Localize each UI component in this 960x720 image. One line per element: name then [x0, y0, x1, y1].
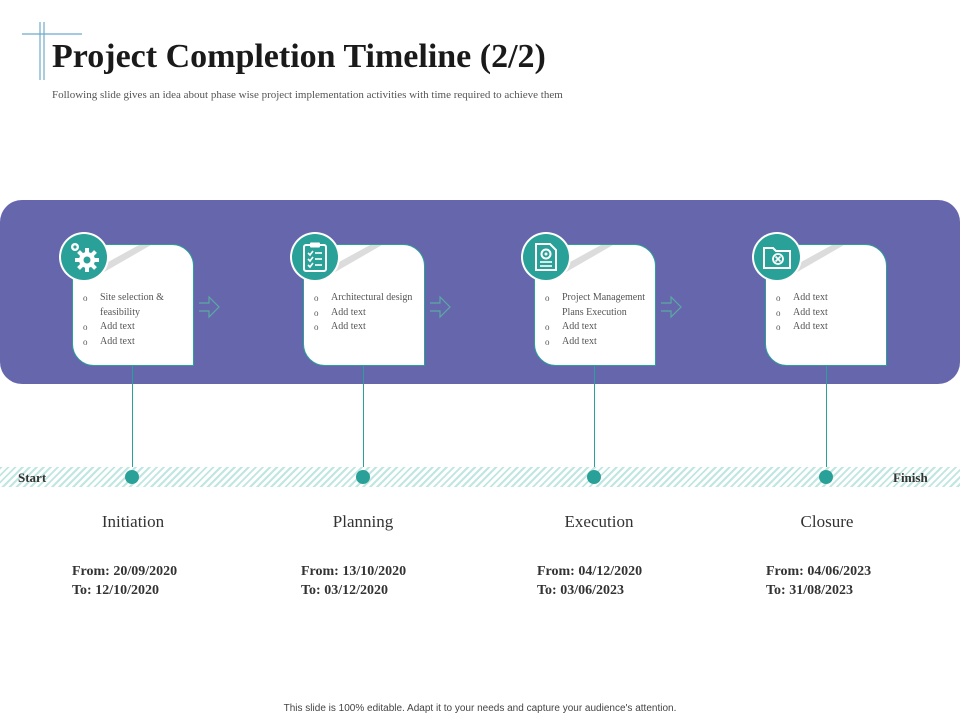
start-label: Start	[18, 470, 47, 485]
phase-name: Execution	[564, 512, 634, 531]
list-item: Add text	[776, 320, 878, 335]
phase-dates: From: 04/12/2020 To: 03/06/2023	[537, 562, 642, 600]
corner-decoration	[22, 22, 82, 80]
card-fold-decoration	[792, 245, 844, 275]
finish-label: Finish	[893, 470, 928, 485]
connector-line	[132, 366, 133, 476]
card-fold-decoration	[330, 245, 382, 275]
date-from: From: 04/06/2023	[766, 564, 872, 579]
phase-card-planning: Architectural design Add text Add text	[292, 234, 425, 366]
phase-name: Initiation	[101, 512, 165, 531]
date-to: To: 12/10/2020	[72, 583, 159, 598]
list-item: Add text	[314, 306, 416, 321]
list-item: Add text	[83, 335, 185, 350]
folder-close-icon	[754, 234, 800, 280]
connector-line	[363, 366, 364, 476]
date-from: From: 20/09/2020	[72, 564, 178, 579]
timeline-node	[356, 470, 370, 484]
timeline-node	[819, 470, 833, 484]
phase-name: Planning	[332, 512, 394, 531]
arrow-right-icon	[430, 295, 451, 319]
card-list: Project Management Plans Execution Add t…	[545, 291, 647, 349]
arrow-right-icon	[661, 295, 682, 319]
card-fold-decoration	[99, 245, 151, 275]
list-item: Site selection & feasibility	[83, 291, 185, 320]
list-item: Add text	[776, 306, 878, 321]
phase-name: Closure	[800, 512, 854, 531]
list-item: Add text	[314, 320, 416, 335]
connector-line	[826, 366, 827, 476]
phase-card-execution: Project Management Plans Execution Add t…	[523, 234, 656, 366]
page-title: Project Completion Timeline (2/2)	[52, 38, 546, 75]
phase-card-initiation: Site selection & feasibility Add text Ad…	[61, 234, 194, 366]
phase-dates: From: 13/10/2020 To: 03/12/2020	[301, 562, 406, 600]
phase-card-closure: Add text Add text Add text	[754, 234, 887, 366]
list-item: Add text	[545, 320, 647, 335]
arrow-right-icon	[199, 295, 220, 319]
date-to: To: 31/08/2023	[766, 583, 853, 598]
date-from: From: 13/10/2020	[301, 564, 407, 579]
list-item: Add text	[776, 291, 878, 306]
timeline-track	[0, 467, 960, 487]
footer-note: This slide is 100% editable. Adapt it to…	[283, 703, 677, 714]
list-item: Project Management Plans Execution	[545, 291, 647, 320]
connector-line	[594, 366, 595, 476]
phase-dates: From: 20/09/2020 To: 12/10/2020	[72, 562, 177, 600]
list-item: Architectural design	[314, 291, 416, 306]
card-list: Site selection & feasibility Add text Ad…	[83, 291, 185, 349]
document-gear-icon	[523, 234, 569, 280]
timeline-node	[125, 470, 139, 484]
list-item: Add text	[545, 335, 647, 350]
date-from: From: 04/12/2020	[537, 564, 643, 579]
card-list: Add text Add text Add text	[776, 291, 878, 335]
gears-icon	[61, 234, 107, 280]
card-fold-decoration	[561, 245, 613, 275]
checklist-icon	[292, 234, 338, 280]
page-subtitle: Following slide gives an idea about phas…	[52, 89, 563, 101]
list-item: Add text	[83, 320, 185, 335]
date-to: To: 03/06/2023	[537, 583, 624, 598]
date-to: To: 03/12/2020	[301, 583, 388, 598]
timeline-node	[587, 470, 601, 484]
phase-dates: From: 04/06/2023 To: 31/08/2023	[766, 562, 871, 600]
card-list: Architectural design Add text Add text	[314, 291, 416, 335]
